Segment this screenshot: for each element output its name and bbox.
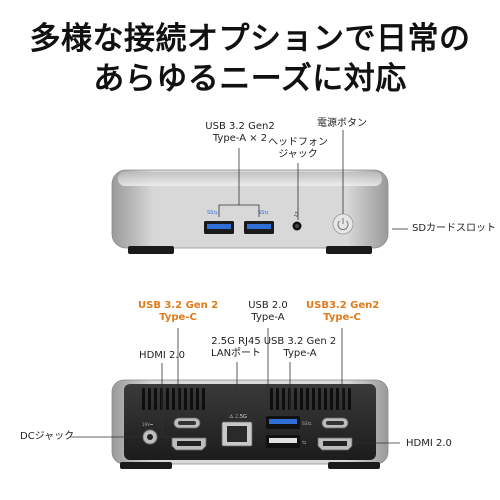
front-usb-a-port-1 [204,221,234,234]
rear-usb-c-port-right [321,417,349,429]
sd-card-slot-label: SDカードスロット [412,223,497,234]
rear-usb-c-left-label-line-2: Type-C [159,312,197,323]
rear-usb-a-port-3-2: SS⇆ [266,416,312,429]
rear-hdmi-port-right [317,437,353,451]
rear-usb-c-right-label: USB3.2 Gen2 Type-C [306,300,380,324]
headline-line-2: あらゆるニーズに対応 [93,61,407,97]
rear-usb-c-left-label-line-1: USB 3.2 Gen 2 [138,300,219,311]
headphone-label-line-1: ヘッドフォン [268,137,328,148]
rear-hdmi-left-label: HDMI 2.0 [139,350,185,361]
rear-usb-c-right-label-line-2: Type-C [323,312,361,323]
rear-usb-c-right-label-line-1: USB3.2 Gen2 [306,300,380,311]
rear-lan-label-line-1: 2.5G RJ45 [211,336,261,347]
headphone-jack-icon: ♫ [292,211,302,231]
rear-lan-label: 2.5G RJ45 LANポート [202,336,270,360]
front-usb-a-port-2 [244,221,274,234]
svg-text:⇆: ⇆ [302,440,306,446]
power-button-label: 電源ボタン [317,118,367,129]
svg-text:SS⇆: SS⇆ [258,210,269,216]
rear-usb-2-0-label-line-2: Type-A [251,312,285,323]
dc-jack-port: 19V⎓ [142,422,158,445]
rear-usb-c-port-left [173,417,201,429]
headphone-label-line-2: ジャック [278,149,318,160]
svg-text:⚠ 2.5G: ⚠ 2.5G [229,414,247,420]
headline-line-1: 多様な接続オプションで日常の [29,21,471,57]
rear-usb-2-0-label-line-1: USB 2.0 [248,300,288,311]
rear-usb-3-2-a-label: USB 3.2 Gen 2 Type-A [260,336,340,360]
svg-text:SS⇆: SS⇆ [302,421,312,427]
rear-usb-a-port-2-0: ⇆ [266,435,306,448]
svg-text:SS⇆: SS⇆ [207,210,218,216]
front-usb-label: USB 3.2 Gen2 Type-A × 2 [170,121,310,145]
front-usb-label-line-1: USB 3.2 Gen2 [205,121,275,132]
power-button-icon [332,213,354,235]
rear-hdmi-right-label: HDMI 2.0 [406,438,452,449]
dc-jack-label: DCジャック [20,431,75,442]
rear-lan-label-line-2: LANポート [210,348,262,359]
rear-usb-3-2-a-label-line-1: USB 3.2 Gen 2 [263,336,337,347]
front-usb-label-line-2: Type-A × 2 [212,133,268,144]
rear-usb-2-0-label: USB 2.0 Type-A [234,300,302,324]
front-unit [111,169,389,254]
svg-text:19V⎓: 19V⎓ [142,422,154,427]
rear-usb-c-left-label: USB 3.2 Gen 2 Type-C [138,300,218,324]
svg-text:♫: ♫ [293,211,298,218]
rear-usb-3-2-a-label-line-2: Type-A [283,348,317,359]
rear-hdmi-port-left [171,437,207,451]
headphone-label: ヘッドフォン ジャック [258,137,338,161]
